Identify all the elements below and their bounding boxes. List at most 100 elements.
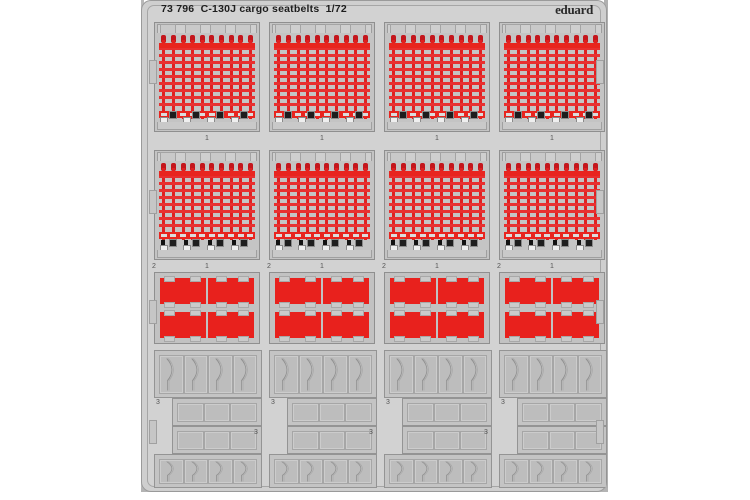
seat-curve-icon xyxy=(421,461,429,482)
net-bottom-bar xyxy=(274,111,370,118)
net-horizontal-web xyxy=(504,68,600,71)
panel-nub-bottom xyxy=(216,336,227,342)
eduard-logo: eduard xyxy=(555,2,593,17)
seatbelt-strap xyxy=(323,240,327,246)
panel-nub-top xyxy=(190,276,201,282)
net-vertical-strap xyxy=(325,40,329,119)
strap-cap xyxy=(276,163,282,171)
panel-split xyxy=(436,278,438,304)
net-bottom-bar xyxy=(274,232,370,239)
part-label-3: 3 xyxy=(156,399,160,406)
rail-tab xyxy=(580,24,596,33)
panel-nub-top xyxy=(279,276,290,282)
top-rail xyxy=(157,24,257,33)
bottom-rail xyxy=(387,250,487,258)
part-label-2: 2 xyxy=(382,263,386,270)
strap-cap xyxy=(420,35,426,43)
page-title: 73 796 C-130J cargo seatbelts 1/72 xyxy=(161,3,347,15)
panel-nub-top xyxy=(446,310,457,316)
net-bar-slot xyxy=(247,234,254,237)
top-rail xyxy=(387,24,487,33)
net-horizontal-web xyxy=(389,103,485,106)
net-horizontal-web xyxy=(504,203,600,206)
net-bar-slot xyxy=(505,234,512,237)
seatbelt-strap xyxy=(438,240,442,246)
net-horizontal-web xyxy=(159,224,255,227)
part-grey-plain-row5-1 xyxy=(172,426,262,454)
panel-nub-bottom xyxy=(279,336,290,342)
panel-nub-bottom xyxy=(190,302,201,308)
net-horizontal-web xyxy=(389,217,485,220)
fret-sprue-nub xyxy=(149,60,157,84)
net-bar-slot xyxy=(553,234,560,237)
net-horizontal-web xyxy=(389,210,485,213)
part-cargo-net-row2-2 xyxy=(269,150,375,260)
seat-curve-icon xyxy=(330,357,338,391)
panel-nub-top xyxy=(561,276,572,282)
grey-seat-cell xyxy=(438,459,463,484)
net-horizontal-web xyxy=(389,75,485,78)
part-grey-curved-row4-3 xyxy=(384,350,492,398)
panel-nub-top xyxy=(353,276,364,282)
net-bar-slot xyxy=(592,234,599,237)
top-rail xyxy=(387,152,487,161)
net-horizontal-web xyxy=(504,75,600,78)
grey-seat-cell xyxy=(389,459,414,484)
seat-curve-icon xyxy=(585,461,593,482)
rail-tab xyxy=(210,24,226,33)
net-horizontal-web xyxy=(159,203,255,206)
net-bar-slot xyxy=(247,113,254,116)
net-bar-slot xyxy=(323,234,330,237)
net-bar-slot xyxy=(228,234,234,237)
panel-nub-bottom xyxy=(583,336,594,342)
seatbelt-strap xyxy=(161,240,165,246)
strap-cap xyxy=(161,163,167,171)
net-horizontal-web xyxy=(504,47,600,50)
panel-nub-bottom xyxy=(164,336,175,342)
net-bar-slot xyxy=(410,113,416,116)
net-horizontal-web xyxy=(389,196,485,199)
grey-seat-cell xyxy=(183,355,208,394)
net-bar-slot xyxy=(438,234,445,237)
part-label-2: 2 xyxy=(267,263,271,270)
net-vertical-strap xyxy=(526,40,530,119)
net-bar-slot xyxy=(477,234,484,237)
grey-seat-cell xyxy=(522,403,549,422)
net-horizontal-web xyxy=(159,96,255,99)
rail-tab xyxy=(505,152,521,161)
seat-curve-icon xyxy=(330,461,338,482)
panel-nub-top xyxy=(190,310,201,316)
panel-nub-top xyxy=(216,276,227,282)
grey-seat-cell xyxy=(553,459,578,484)
seatbelt-buckle xyxy=(422,239,430,247)
grey-seat-cell xyxy=(230,403,257,422)
net-horizontal-web xyxy=(504,82,600,85)
net-horizontal-web xyxy=(389,61,485,64)
grey-seat-cell xyxy=(274,459,299,484)
strap-cap xyxy=(170,35,176,43)
net-horizontal-web xyxy=(274,182,370,185)
fret-sprue-nub xyxy=(149,300,157,324)
grey-seat-cell xyxy=(413,459,438,484)
net-horizontal-web xyxy=(274,217,370,220)
net-horizontal-web xyxy=(274,96,370,99)
grey-seat-cell xyxy=(159,355,184,394)
net-bar-slot xyxy=(304,234,311,237)
rail-tab xyxy=(555,152,571,161)
rail-tab xyxy=(415,24,431,33)
net-bar-slot xyxy=(160,234,167,237)
strap-cap xyxy=(420,163,426,171)
net-horizontal-web xyxy=(274,68,370,71)
net-bar-slot xyxy=(218,234,225,237)
strap-cap xyxy=(477,163,483,171)
net-horizontal-web xyxy=(389,82,485,85)
net-horizontal-web xyxy=(274,175,370,178)
strap-cap xyxy=(170,163,176,171)
seat-curve-icon xyxy=(166,461,174,482)
net-top-bar xyxy=(274,171,370,176)
net-vertical-strap xyxy=(430,40,434,119)
part-cargo-net-row2-1 xyxy=(154,150,260,260)
fret-sprue-nub xyxy=(149,190,157,214)
grey-seat-cell xyxy=(347,355,372,394)
